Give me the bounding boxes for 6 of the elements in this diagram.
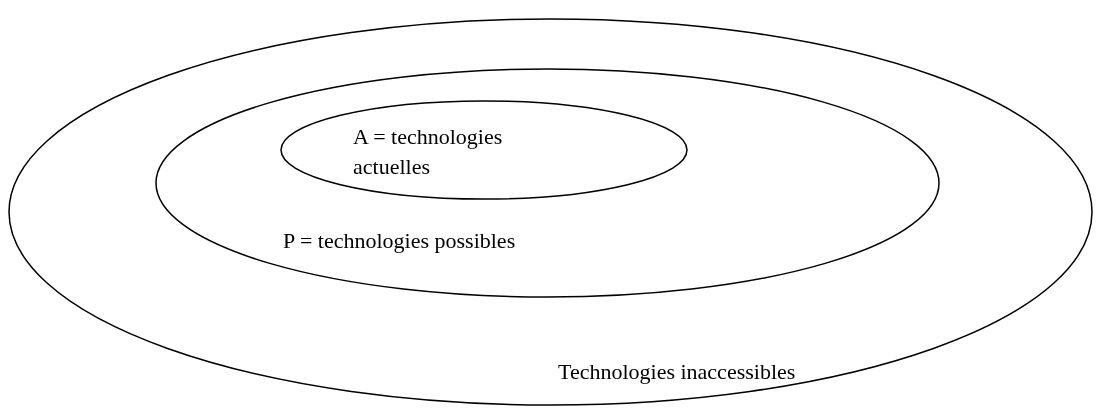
- region-label: A = technologies actuelles: [353, 123, 504, 181]
- ellipse-region: [8, 18, 1093, 406]
- region-label: P = technologies possibles: [283, 227, 517, 255]
- region-label: Technologies inaccessibles: [558, 358, 797, 386]
- ellipse-region: [155, 68, 940, 298]
- ellipse-region: [280, 100, 688, 200]
